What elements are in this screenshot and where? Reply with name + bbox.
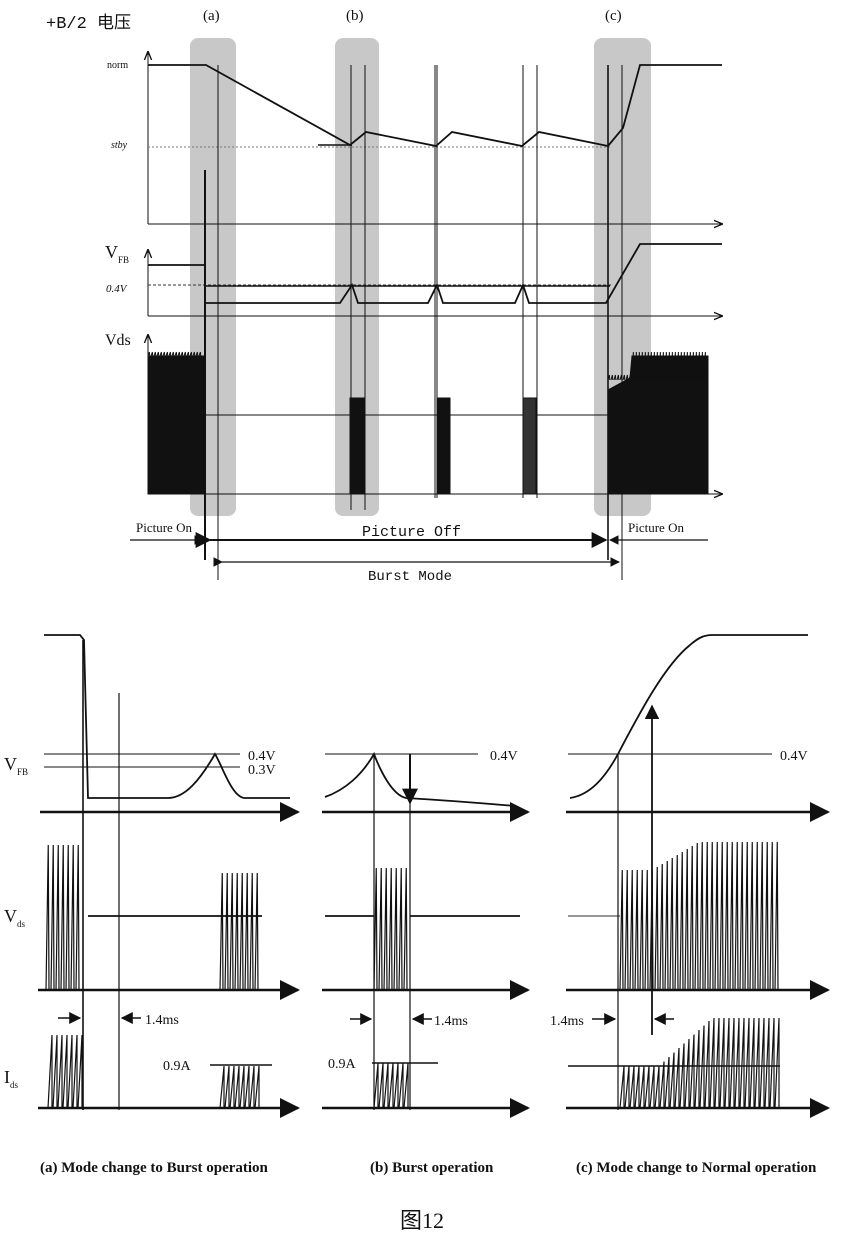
c-label-time: 1.4ms: [550, 1014, 584, 1029]
b-label-04v: 0.4V: [490, 749, 518, 764]
label-vfb-top: VFB: [105, 242, 129, 265]
caption-b: (b) Burst operation: [370, 1160, 494, 1176]
vds-block-normal-left: [147, 355, 205, 495]
top-title: +B/2 电压: [46, 13, 131, 34]
b-ids-pulses: [373, 1062, 409, 1109]
label-vfb-bottom: VFB: [4, 754, 28, 777]
label-04v-top: 0.4V: [106, 283, 128, 295]
b-vfb-trace: [324, 751, 516, 807]
panel-a: 0.4V 0.3V 0.9A 1.4ms (a) Mode change to …: [38, 634, 300, 1176]
marker-b: (b): [346, 8, 364, 24]
label-burst-mode: Burst Mode: [368, 569, 452, 585]
vds-burst-3: [522, 397, 537, 495]
vds-switching-bursts: [147, 351, 709, 495]
label-picture-on-right: Picture On: [628, 520, 684, 535]
c-vds-pulses: [619, 841, 779, 991]
panel-b: 0.4V 0.9A 1.4ms (b) Burst operation: [322, 749, 530, 1176]
caption-c: (c) Mode change to Normal operation: [576, 1160, 817, 1176]
label-norm: norm: [107, 60, 128, 71]
marker-c: (c): [605, 8, 622, 24]
a-label-04v: 0.4V: [248, 749, 276, 764]
a-label-time: 1.4ms: [145, 1013, 179, 1028]
label-vds-bottom: Vds: [4, 906, 26, 929]
label-vds-top: Vds: [105, 332, 131, 349]
c-label-04v: 0.4V: [780, 749, 808, 764]
vds-burst-1: [349, 397, 365, 495]
a-vds-pulses-right: [219, 872, 259, 991]
label-picture-off: Picture Off: [362, 524, 461, 541]
vds-block-right-spikes: [607, 351, 707, 381]
panel-c: 0.4V 1.4ms (c) Mode change to Normal ope…: [550, 634, 830, 1176]
bplus-voltage-trace: [148, 64, 722, 147]
b-switching-pulses: [373, 867, 409, 1109]
b-vds-pulses: [373, 867, 408, 991]
c-ids-pulses: [619, 1017, 780, 1109]
caption-a: (a) Mode change to Burst operation: [40, 1160, 269, 1176]
a-ids-pulses-right: [219, 1065, 260, 1109]
vds-burst-2: [436, 397, 451, 495]
label-stby: stby: [111, 140, 128, 151]
a-vds-pulses-left: [45, 844, 80, 991]
bottom-detail-diagrams: VFB Vds Ids 0.4V 0.3V 0.9A 1.4ms (a) Mod…: [4, 634, 830, 1233]
highlight-band-b: [335, 38, 379, 516]
top-timing-diagram: +B/2 电压 (a) (b) (c) norm stby VFB 0.4V V…: [46, 8, 722, 585]
a-label-03v: 0.3V: [248, 763, 276, 778]
a-switching-pulses: [45, 844, 260, 1109]
vds-block-left-spikes: [147, 351, 202, 357]
b-label-current: 0.9A: [328, 1057, 357, 1072]
c-switching-pulses: [619, 841, 780, 1109]
marker-a: (a): [203, 8, 220, 24]
figure-label: 图12: [400, 1208, 444, 1233]
label-ids-bottom: Ids: [4, 1067, 19, 1090]
a-ids-pulses-left: [47, 1034, 83, 1109]
b-label-time: 1.4ms: [434, 1014, 468, 1029]
a-vfb-trace: [44, 634, 290, 799]
c-vfb-trace: [569, 634, 808, 799]
label-picture-on-left: Picture On: [136, 520, 192, 535]
a-label-current: 0.9A: [163, 1059, 192, 1074]
